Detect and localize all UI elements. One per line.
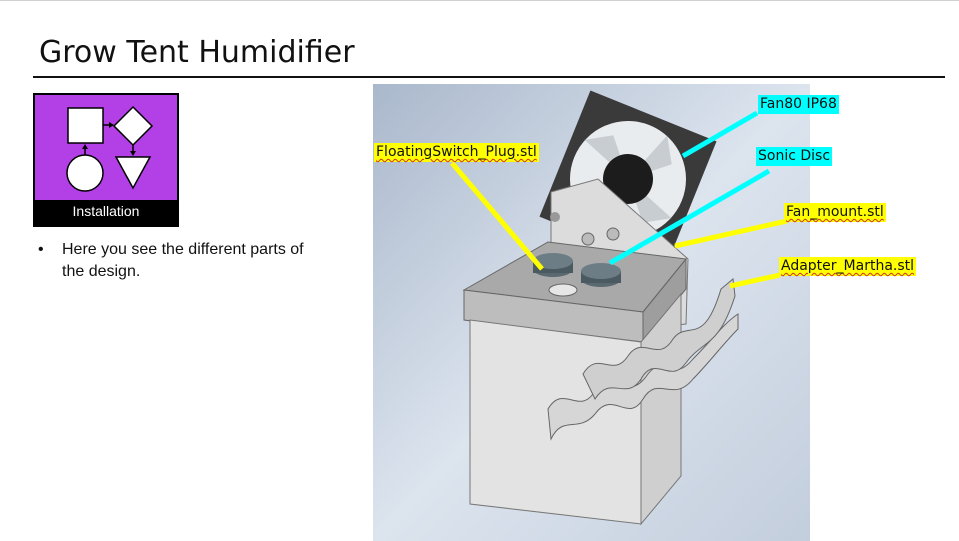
callout-sonic-disc: Sonic Disc (756, 147, 833, 166)
badge-label: Installation (72, 203, 140, 219)
callout-adapter: Adapter_Martha.stl (779, 257, 917, 276)
bullet-marker: • (38, 241, 44, 258)
callout-floating-switch: FloatingSwitch_Plug.stl (374, 143, 539, 162)
title-divider (33, 76, 945, 78)
callout-sonic-disc-text: Sonic Disc (758, 148, 831, 164)
callout-adapter-text: Adapter_Martha.stl (781, 258, 915, 274)
flowchart-icon (35, 95, 177, 200)
installation-badge: Installation (33, 93, 179, 227)
callout-fan-text: Fan80 IP68 (760, 96, 837, 112)
callout-fan: Fan80 IP68 (758, 95, 839, 114)
slide-title: Grow Tent Humidifier (39, 35, 355, 70)
callout-floating-switch-text: FloatingSwitch_Plug.stl (376, 144, 537, 160)
bullet-text: Here you see the different parts of the … (62, 241, 304, 280)
callout-fan-mount-text: Fan_mount.stl (786, 204, 884, 220)
callout-fan-mount: Fan_mount.stl (784, 203, 886, 222)
